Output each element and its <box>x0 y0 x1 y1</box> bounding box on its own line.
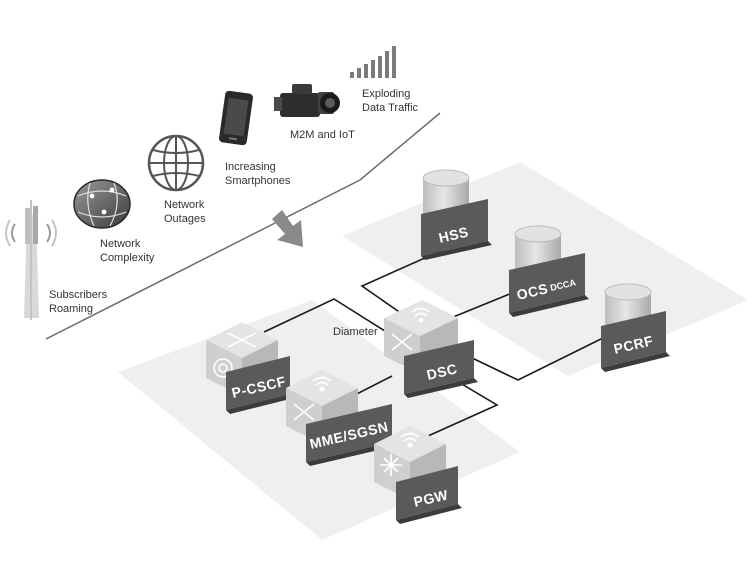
router-icon <box>380 432 420 476</box>
driver-m2m-label: M2M and IoT <box>290 129 355 141</box>
router-icon <box>391 307 431 351</box>
driver-roaming-label: Subscribers Roaming <box>49 289 110 315</box>
crossroads-icon <box>213 332 257 378</box>
globe-icon <box>147 134 205 192</box>
hss-label: HSS <box>437 224 470 246</box>
down-arrow-icon <box>272 210 303 247</box>
camcorder-icon <box>274 84 340 117</box>
driver-complexity-label: Network Complexity <box>100 238 155 264</box>
mme-sgsn-node[interactable]: MME/SGSN <box>286 370 396 466</box>
driver-outages-label: Network Outages <box>164 199 207 225</box>
ocs-node[interactable]: OCS DCCA <box>509 225 589 317</box>
dsc-node[interactable]: DSC <box>384 300 478 398</box>
dsc-label: DSC <box>425 360 459 383</box>
hss-node[interactable]: HSS <box>421 169 492 260</box>
pcscf-node[interactable]: P-CSCF <box>206 322 294 414</box>
pcrf-node[interactable]: PCRF <box>601 283 670 372</box>
ocs-label: OCS <box>515 280 550 303</box>
cell-tower-icon <box>5 200 57 320</box>
link-pcscf-dsc <box>263 298 397 339</box>
driver-smartphones-label: Increasing Smartphones <box>225 161 291 187</box>
pgw-node[interactable]: PGW <box>374 426 462 524</box>
drivers-divider <box>45 112 441 340</box>
signal-bars-icon <box>350 46 396 78</box>
diameter-label: Diameter <box>333 326 378 338</box>
link-pgw-dsc <box>427 379 499 437</box>
pgw-label: PGW <box>412 486 450 510</box>
driver-traffic-label: Exploding Data Traffic <box>362 88 419 114</box>
link-hss-dsc <box>360 248 446 317</box>
network-globe-icon <box>73 179 131 229</box>
router-icon <box>293 376 332 421</box>
smartphone-icon <box>219 90 253 146</box>
link-pcrf-dsc <box>469 336 606 381</box>
